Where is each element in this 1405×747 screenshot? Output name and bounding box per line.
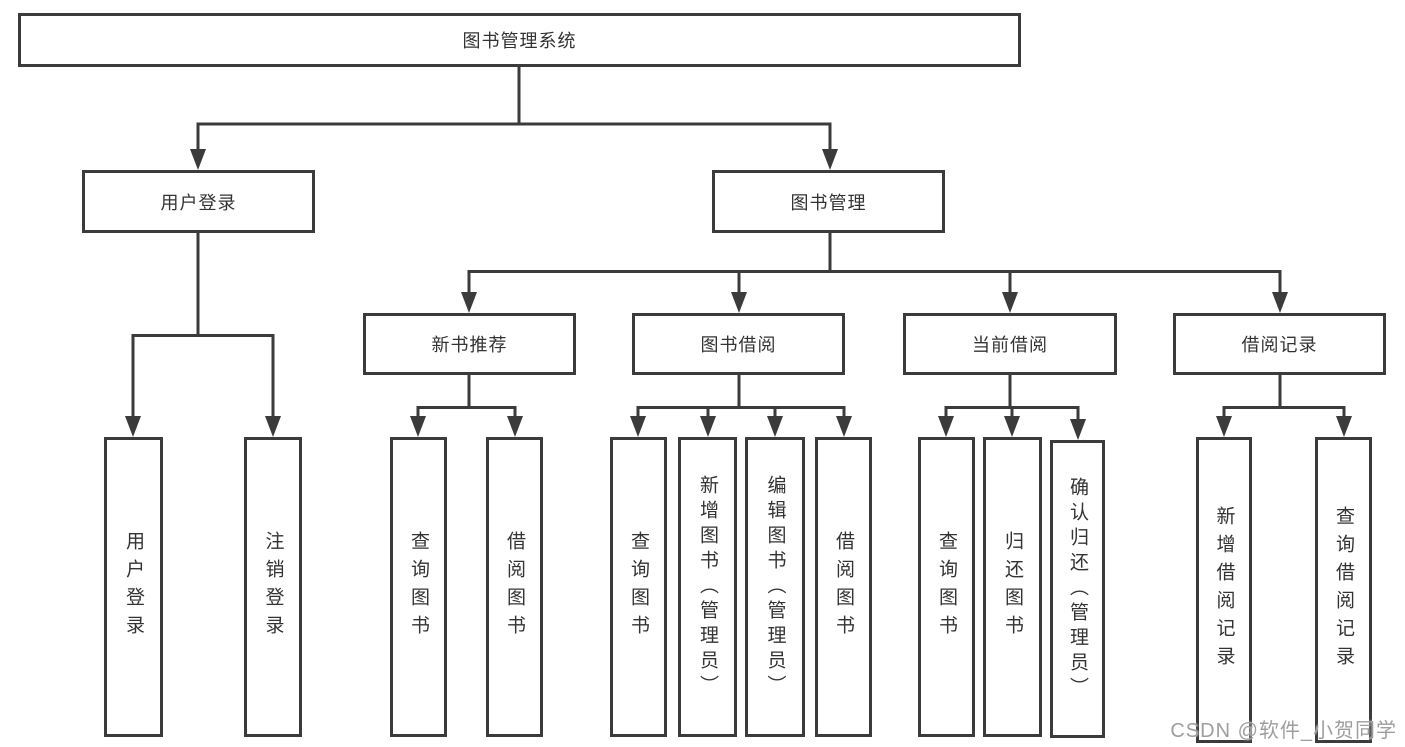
node-user-login: 用户登录 xyxy=(82,170,315,233)
node-new-book-recommend: 新书推荐 xyxy=(363,313,576,375)
arrow-down-icon xyxy=(731,292,747,313)
leaf-query-borrow-record: 查询借阅记录 xyxy=(1315,437,1372,743)
leaf-user-login: 用户登录 xyxy=(104,437,163,737)
arrow-down-icon xyxy=(1070,419,1086,440)
leaf-logout: 注销登录 xyxy=(244,437,302,737)
leaf-query-book-1: 查询图书 xyxy=(390,437,447,737)
node-root-system: 图书管理系统 xyxy=(18,13,1021,67)
node-borrow-record: 借阅记录 xyxy=(1173,313,1386,375)
arrow-down-icon xyxy=(1002,292,1018,313)
node-current-borrow: 当前借阅 xyxy=(903,313,1117,375)
arrow-down-icon xyxy=(1272,292,1288,313)
arrow-down-icon xyxy=(507,416,523,437)
connector-book-mgmt-children xyxy=(467,233,1282,295)
leaf-query-book-3: 查询图书 xyxy=(918,437,975,737)
arrow-down-icon xyxy=(630,416,646,437)
arrow-down-icon xyxy=(836,416,852,437)
node-book-borrow: 图书借阅 xyxy=(632,313,845,375)
csdn-watermark: CSDN @软件_小贺同学 xyxy=(1170,720,1397,742)
arrow-down-icon xyxy=(1216,416,1232,437)
leaf-edit-book-admin: 编辑图书（管理员） xyxy=(745,437,805,737)
node-book-management: 图书管理 xyxy=(712,170,945,233)
connector-borrow-record-children xyxy=(1222,375,1346,419)
arrow-down-icon xyxy=(265,416,281,437)
leaf-return-book: 归还图书 xyxy=(983,437,1042,737)
arrow-down-icon xyxy=(822,149,838,170)
arrow-down-icon xyxy=(700,416,716,437)
arrow-down-icon xyxy=(1336,416,1352,437)
connector-current-borrow-children xyxy=(944,375,1080,421)
arrow-down-icon xyxy=(767,416,783,437)
leaf-confirm-return-admin: 确认归还（管理员） xyxy=(1050,440,1105,738)
connector-root-to-level2 xyxy=(196,67,832,152)
connector-new-book-children xyxy=(416,375,517,419)
arrow-down-icon xyxy=(410,416,426,437)
leaf-add-book-admin: 新增图书（管理员） xyxy=(678,437,737,737)
arrow-down-icon xyxy=(1004,416,1020,437)
leaf-borrow-book-2: 借阅图书 xyxy=(815,437,872,737)
arrow-down-icon xyxy=(938,416,954,437)
connector-book-borrow-children xyxy=(636,375,846,419)
arrow-down-icon xyxy=(461,292,477,313)
leaf-add-borrow-record: 新增借阅记录 xyxy=(1196,437,1252,743)
arrow-down-icon xyxy=(125,416,141,437)
leaf-query-book-2: 查询图书 xyxy=(610,437,667,737)
arrow-down-icon xyxy=(190,149,206,170)
connector-user-login-children xyxy=(131,233,275,419)
leaf-borrow-book-1: 借阅图书 xyxy=(486,437,543,737)
